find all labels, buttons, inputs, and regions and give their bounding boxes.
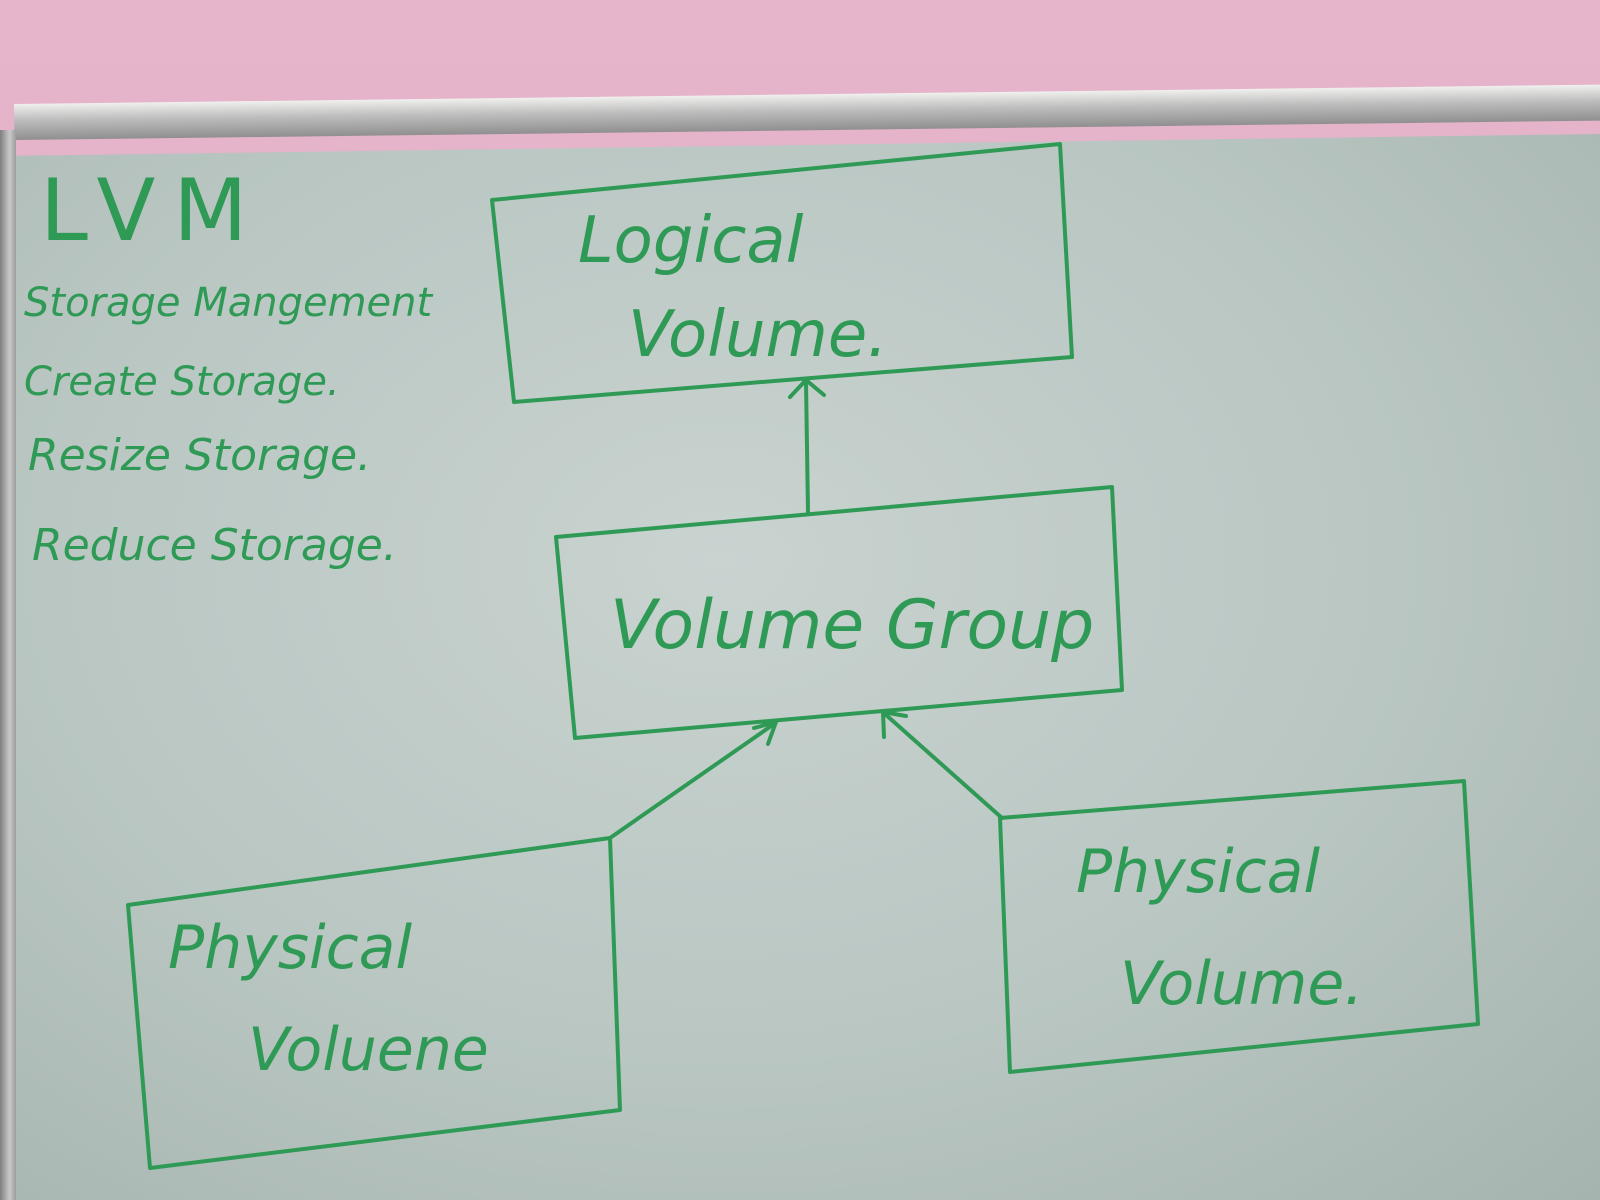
physical-volume-left-line2: Voluene: [248, 1015, 489, 1085]
physical-volume-right-border: [998, 779, 1480, 1074]
physical-volume-left-box: Physical Voluene: [126, 836, 622, 1170]
physical-volume-left-border: [126, 836, 622, 1170]
arrow-pv-right-to-vg: [881, 710, 1004, 820]
logical-volume-box: Logical Volume.: [490, 142, 1074, 404]
note-create-storage: Create Storage.: [24, 359, 340, 405]
arrow-vg-to-lv: [788, 378, 826, 514]
note-storage-management: Storage Mangement: [24, 280, 434, 326]
note-reduce-storage: Reduce Storage.: [32, 520, 397, 571]
physical-volume-left-line1: Physical: [168, 913, 412, 983]
volume-group-border: [554, 485, 1124, 740]
physical-volume-right-box: Physical Volume.: [998, 779, 1480, 1074]
note-resize-storage: Resize Storage.: [28, 430, 371, 481]
arrow-pv-left-to-vg: [608, 720, 778, 840]
whiteboard-surface: [0, 134, 1600, 1200]
volume-group-box: Volume Group: [554, 485, 1124, 740]
physical-volume-right-line2: Volume.: [1120, 949, 1363, 1019]
logical-volume-line2: Volume.: [628, 298, 888, 372]
board-title: LVM: [40, 161, 266, 261]
physical-volume-right-line1: Physical: [1076, 837, 1320, 907]
board-frame-left: [0, 130, 16, 1200]
logical-volume-border: [490, 142, 1074, 404]
volume-group-label: Volume Group: [610, 586, 1094, 665]
logical-volume-line1: Logical: [578, 204, 804, 278]
